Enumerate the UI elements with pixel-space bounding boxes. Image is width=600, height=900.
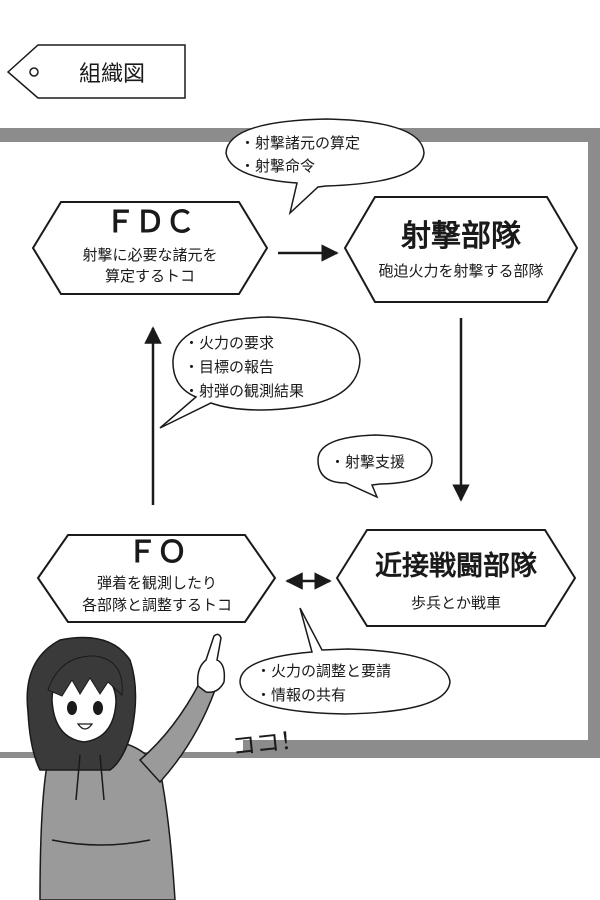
pointing-hand: [196, 633, 226, 694]
bubble-middle-item-1: ・火力の要求: [184, 334, 274, 352]
bubble-bottom-item-1: ・火力の調整と要請: [256, 662, 391, 680]
bubble-support-item-1: ・射撃支援: [330, 453, 405, 471]
node-firing-unit: 射撃部隊 砲迫火力を射撃する部隊: [343, 196, 579, 303]
bubble-top: ・射撃諸元の算定 ・射撃命令: [225, 118, 425, 216]
mouth: [76, 723, 94, 730]
fo-desc-line1: 弾着を観測したり: [97, 574, 217, 592]
bubble-bottom: ・火力の調整と要請 ・情報の共有: [239, 607, 451, 715]
firing-unit-title: 射撃部隊: [401, 219, 521, 254]
tag-hole-icon: [29, 67, 39, 77]
firing-unit-desc: 砲迫火力を射撃する部隊: [378, 262, 543, 280]
close-combat-desc: 歩兵とか戦車: [411, 594, 501, 612]
character-illustration: [26, 633, 226, 900]
bubble-middle: ・火力の要求 ・目標の報告 ・射弾の観測結果: [159, 316, 361, 429]
bubble-middle-item-2: ・目標の報告: [184, 358, 274, 376]
node-fo: ＦＯ 弾着を観測したり 各部隊と調整するトコ: [36, 534, 277, 623]
fo-desc-line2: 各部隊と調整するトコ: [82, 596, 232, 614]
fo-title: ＦＯ: [127, 535, 187, 570]
left-eye: [67, 701, 77, 715]
node-fdc: ＦＤＣ 射撃に必要な諸元を 算定するトコ: [31, 201, 269, 295]
bubble-support: ・射撃支援: [317, 434, 433, 499]
right-eye: [93, 701, 103, 715]
bubble-bottom-item-2: ・情報の共有: [256, 686, 346, 704]
fdc-title: ＦＤＣ: [105, 205, 195, 240]
bubble-middle-item-3: ・射弾の観測結果: [184, 382, 304, 400]
bubble-top-item-1: ・射撃諸元の算定: [240, 134, 360, 152]
title-tag: 組織図: [6, 44, 186, 99]
fdc-desc-line2: 算定するトコ: [105, 267, 195, 285]
fdc-desc-line1: 射撃に必要な諸元を: [82, 246, 217, 264]
arrows: [144, 244, 470, 590]
bubble-top-item-2: ・射撃命令: [240, 157, 315, 175]
close-combat-title: 近接戦闘部隊: [375, 550, 537, 582]
node-close-combat: 近接戦闘部隊 歩兵とか戦車: [335, 529, 577, 627]
bangs: [47, 655, 123, 697]
tag-label: 組織図: [79, 62, 145, 87]
